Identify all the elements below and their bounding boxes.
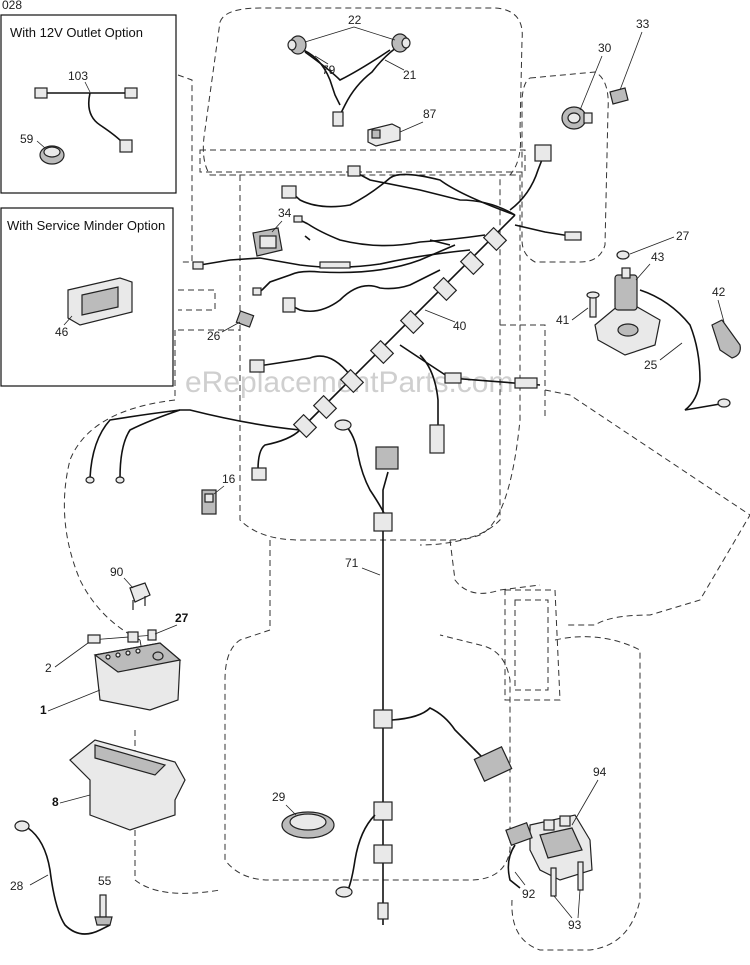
harness-plug <box>332 111 344 127</box>
callout-92: 92 <box>522 887 536 901</box>
connector-seat-switch <box>473 745 513 783</box>
callout-41: 41 <box>556 313 570 327</box>
callout-87: 87 <box>423 107 437 121</box>
callout-26: 26 <box>207 329 221 343</box>
callout-93: 93 <box>568 918 582 932</box>
battery-1: 1 <box>40 642 182 717</box>
callout-71: 71 <box>345 556 359 570</box>
option-box-12v-outlet: With 12V Outlet Option 103 59 <box>0 14 177 194</box>
switch-92: 92 <box>505 821 536 901</box>
connector-top-right <box>534 144 552 162</box>
light-switch-34: 34 <box>252 206 292 257</box>
callout-34: 34 <box>278 206 292 220</box>
callout-28: 28 <box>10 879 24 893</box>
solenoid-43 <box>614 274 638 311</box>
callout-94: 94 <box>593 765 607 779</box>
boot-42 <box>711 319 741 359</box>
ignition-switch-30: 30 <box>561 41 612 130</box>
cable-28: 28 <box>10 820 111 935</box>
grommet-29: 29 <box>272 790 335 839</box>
callout-27b: 27 <box>175 611 189 625</box>
connector-103b <box>124 87 138 99</box>
solenoid-assembly: 27 43 41 25 42 <box>556 229 741 411</box>
connector-103a <box>34 87 48 99</box>
rear-harness-71: 71 <box>334 419 513 925</box>
option-box-title: With 12V Outlet Option <box>10 25 143 40</box>
option-box-service-minder: With Service Minder Option 46 <box>0 207 174 387</box>
screw-55: 55 <box>94 874 113 926</box>
callout-22: 22 <box>348 13 362 27</box>
part-90: 90 <box>110 565 151 610</box>
callout-43: 43 <box>651 250 665 264</box>
callout-33: 33 <box>636 17 650 31</box>
callout-25: 25 <box>644 358 658 372</box>
main-wiring-harness-40: 40 <box>89 144 582 481</box>
callout-8: 8 <box>52 795 59 809</box>
ignition-key-33: 33 <box>609 17 650 105</box>
option-box-title: With Service Minder Option <box>7 218 165 233</box>
harness-sleeves <box>292 226 508 439</box>
callout-55: 55 <box>98 874 112 888</box>
connector-wire <box>282 297 296 313</box>
connector-103c <box>119 139 133 153</box>
callout-30: 30 <box>598 41 612 55</box>
callout-29: 29 <box>272 790 286 804</box>
callout-90: 90 <box>110 565 124 579</box>
connector-71-top <box>375 446 399 470</box>
callout-46: 46 <box>55 325 69 339</box>
callout-27a: 27 <box>676 229 690 243</box>
wire-ends <box>85 215 351 484</box>
callout-42: 42 <box>712 285 726 299</box>
interlock-switch-94: 94 <box>529 765 607 881</box>
callout-2: 2 <box>45 661 52 675</box>
connector-pto <box>429 424 445 454</box>
washer-27 <box>616 250 630 260</box>
callout-1: 1 <box>40 703 47 717</box>
callout-40: 40 <box>453 319 467 333</box>
fuse-26: 26 <box>207 310 255 343</box>
callout-59: 59 <box>20 132 34 146</box>
battery-bolts: 2 27 <box>45 611 189 675</box>
callout-21: 21 <box>403 68 417 82</box>
callout-103: 103 <box>68 69 88 83</box>
relay-87: 87 <box>367 107 437 147</box>
screws-93: 93 <box>550 861 584 932</box>
headlight-harness: 22 79 21 <box>287 13 417 127</box>
cable-25 <box>639 289 721 411</box>
battery-tray-8: 8 <box>52 739 186 831</box>
corner-code: 028 <box>2 0 22 12</box>
callout-16: 16 <box>222 472 236 486</box>
callout-79: 79 <box>322 63 336 77</box>
switch-16: 16 <box>201 472 236 515</box>
